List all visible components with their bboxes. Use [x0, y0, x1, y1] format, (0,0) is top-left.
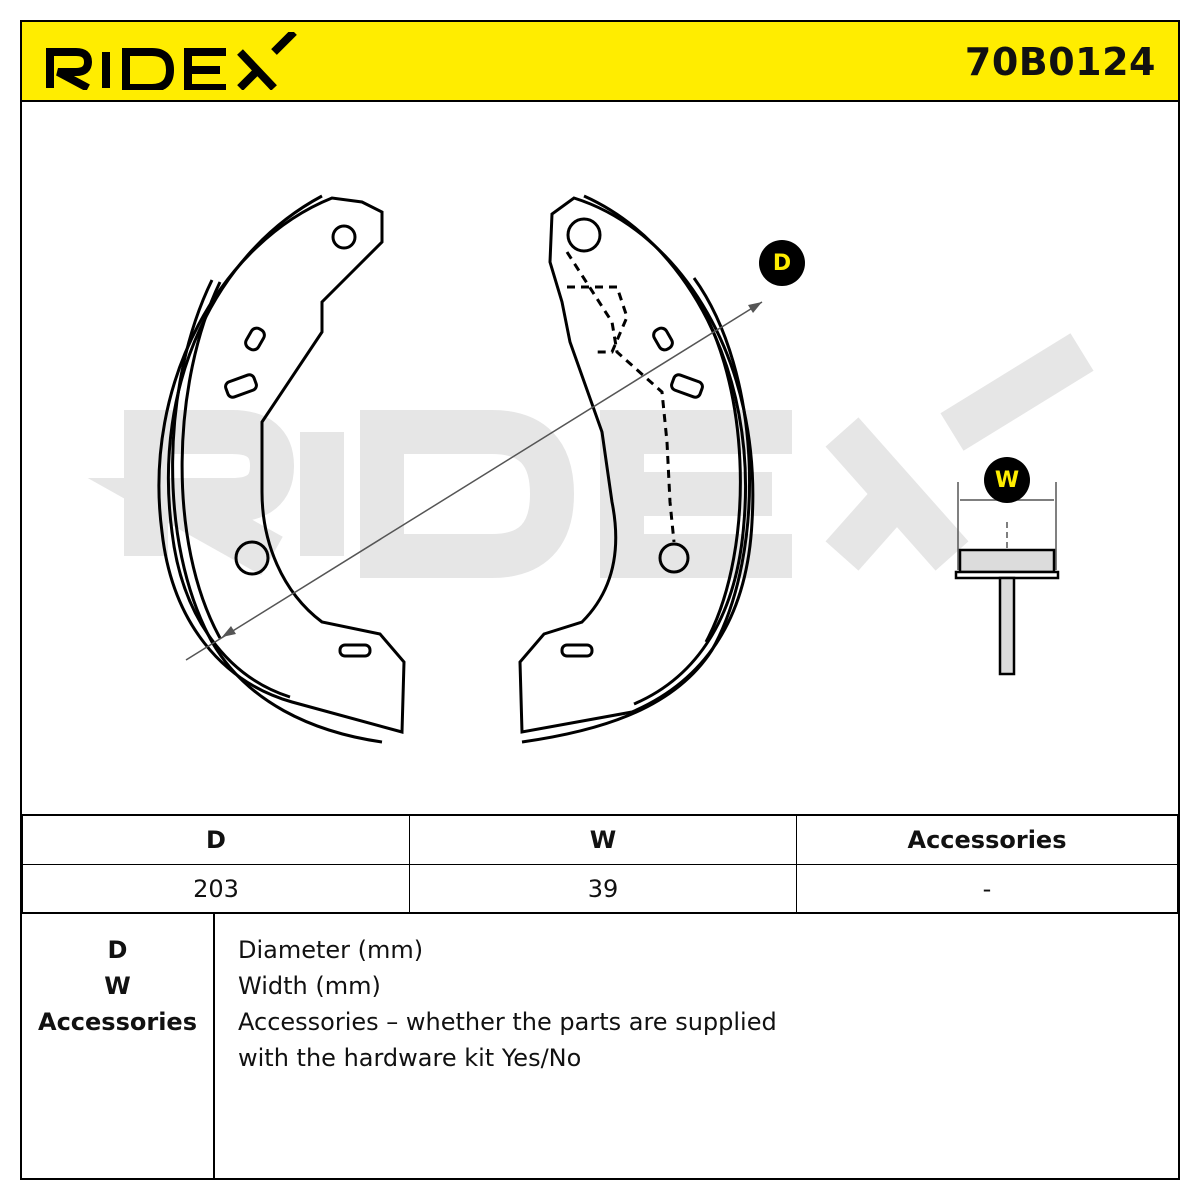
legend-keys: D W Accessories — [22, 914, 215, 1178]
left-brake-shoe — [157, 194, 406, 744]
product-sheet: 70B0124 — [20, 20, 1180, 1180]
width-cross-section — [954, 482, 1060, 676]
legend-desc-accessories-cont: with the hardware kit Yes/No — [238, 1044, 582, 1072]
legend-desc-accessories: Accessories – whether the parts are supp… — [238, 1008, 777, 1036]
spec-table-header-row: D W Accessories — [22, 814, 1178, 865]
spec-header-w: W — [409, 814, 797, 865]
spec-table-value-row: 203 39 - — [22, 864, 1178, 914]
spec-table: D W Accessories 203 39 - — [22, 814, 1178, 914]
header-bar: 70B0124 — [22, 22, 1178, 102]
legend-desc-diameter: Diameter (mm) — [238, 936, 424, 964]
legend-descriptions: Diameter (mm) Width (mm) Accessories – w… — [238, 932, 1138, 1076]
spec-header-d: D — [22, 814, 410, 865]
width-badge-label: W — [994, 467, 1020, 493]
brake-shoe-drawing — [87, 194, 1094, 744]
part-number: 70B0124 — [964, 40, 1156, 84]
legend-key-accessories: Accessories — [38, 1008, 197, 1036]
diameter-dimension — [185, 301, 763, 661]
spec-value-accessories: - — [796, 864, 1178, 914]
legend: D W Accessories Diameter (mm) Width (mm)… — [22, 912, 1178, 1178]
spec-header-accessories: Accessories — [796, 814, 1178, 865]
right-brake-shoe — [518, 194, 755, 744]
spec-value-w: 39 — [409, 864, 797, 914]
diameter-badge: D — [759, 240, 805, 286]
spec-value-d: 203 — [22, 864, 410, 914]
legend-key-w: W — [104, 972, 131, 1000]
ridex-watermark — [87, 333, 1094, 578]
legend-key-d: D — [107, 936, 128, 964]
legend-desc-width: Width (mm) — [238, 972, 381, 1000]
diameter-badge-label: D — [772, 250, 792, 276]
ridex-logo — [46, 32, 297, 90]
width-badge: W — [984, 457, 1030, 503]
